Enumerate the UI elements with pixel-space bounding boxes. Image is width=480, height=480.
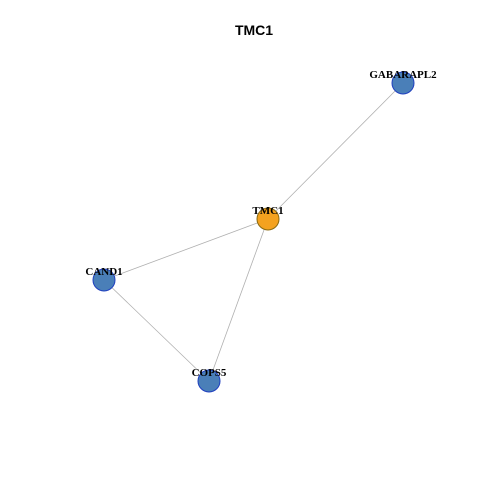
node-cops5 xyxy=(197,369,221,393)
node-label-tmc1: TMC1 xyxy=(252,205,283,217)
node-gabarapl2 xyxy=(391,71,415,95)
node-label-cand1: CAND1 xyxy=(85,266,122,278)
node-cand1 xyxy=(92,268,116,292)
edges-layer xyxy=(103,82,404,382)
edge-tmc1-cand1 xyxy=(103,218,269,281)
edge-tmc1-gabarapl2 xyxy=(267,82,404,220)
node-tmc1 xyxy=(256,207,280,231)
node-label-gabarapl2: GABARAPL2 xyxy=(369,69,437,81)
nodes-layer xyxy=(92,71,415,393)
edge-tmc1-cops5 xyxy=(208,218,269,382)
diagram-title: TMC1 xyxy=(235,22,273,38)
node-label-cops5: COPS5 xyxy=(192,367,227,379)
edge-cand1-cops5 xyxy=(103,279,210,382)
